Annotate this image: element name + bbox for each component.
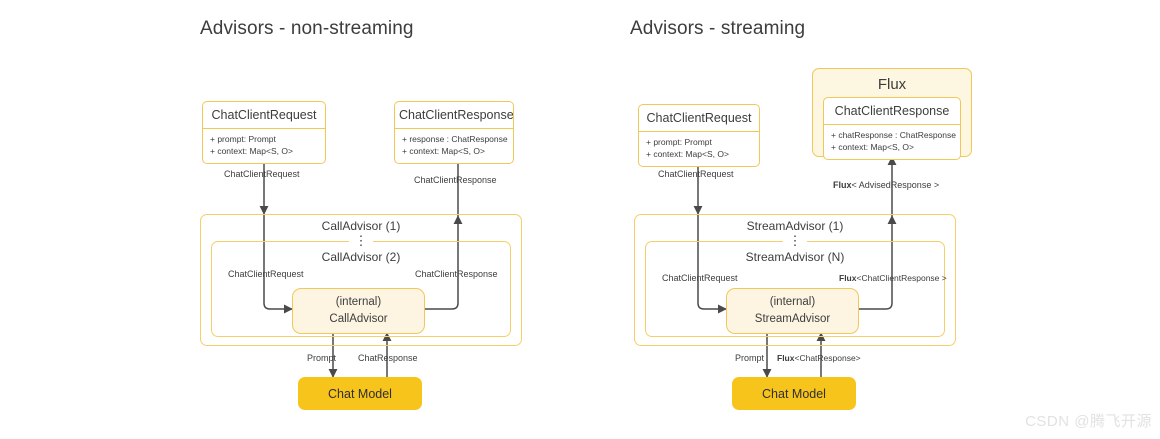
attribute-row: + chatResponse : ChatResponse [831,130,956,140]
chatclientresponse-title: ChatClientResponse [824,98,960,125]
attribute-row: + context: Map<S, O> [210,146,293,157]
chatclientrequest-class-box: ChatClientRequest + prompt: Prompt + con… [202,101,326,164]
ellipsis-indicator: ⋮ [783,234,807,247]
chat-model-label: Chat Model [328,386,392,401]
flux-wrapper-box: Flux ChatClientResponse + chatResponse :… [812,68,972,160]
model-edge-label-prompt: Prompt [307,353,337,363]
flux-bold-token: Flux [839,273,857,283]
model-edge-label-prompt-streaming: Prompt [735,353,765,363]
internal-advisor-line2: CallAdvisor [329,313,388,325]
model-edge-label-chatresponse: ChatResponse [358,353,418,363]
edge-label-request-in-streaming: ChatClientRequest [658,169,734,179]
model-edge-label-flux-chatresponse: Flux<ChatResponse> [777,354,861,363]
stream-advisor-outer-label: StreamAdvisor (1) [746,219,844,233]
call-advisor-outer-label: CallAdvisor (1) [321,219,401,233]
flux-bold-token: Flux [833,180,852,190]
inner-edge-label-flux-response: Flux<ChatClientResponse > [839,274,947,283]
inner-edge-label-response: ChatClientResponse [415,269,498,279]
call-advisor-outer-container [200,214,522,346]
chatclientrequest-attributes: + prompt: Prompt + context: Map<S, O> [639,132,759,166]
stream-advisor-outer-container [634,214,956,346]
chatclientrequest-title: ChatClientRequest [203,102,325,129]
chatclientresponse-attributes: + chatResponse : ChatResponse + context:… [824,125,960,159]
attribute-row: + response : ChatResponse [402,134,508,144]
flux-generic-token: < AdvisedResponse > [851,180,940,190]
attribute-row: + context: Map<S, O> [646,149,729,160]
chatclientrequest-attributes: + prompt: Prompt + context: Map<S, O> [203,129,325,163]
chatclientresponse-class-box: ChatClientResponse + response : ChatResp… [394,101,514,164]
chatclientrequest-title: ChatClientRequest [639,105,759,132]
internal-advisor-line1: (internal) [335,296,382,309]
flux-generic-token: <ChatResponse> [794,353,861,363]
internal-advisor-line1: (internal) [769,296,816,309]
internal-call-advisor-box: (internal) CallAdvisor [292,288,425,334]
attribute-row: + prompt: Prompt [210,134,276,144]
edge-label-response-out: ChatClientResponse [414,175,497,185]
csdn-watermark: CSDN @腾飞开源 [1025,413,1152,430]
attribute-row: + prompt: Prompt [646,137,712,147]
flux-bold-token: Flux [777,353,795,363]
inner-edge-label-request-streaming: ChatClientRequest [662,273,738,283]
chat-model-box-streaming: Chat Model [732,377,856,410]
inner-edge-label-request: ChatClientRequest [228,269,304,279]
attribute-row: + context: Map<S, O> [402,146,485,157]
flux-label: Flux [877,76,907,93]
call-advisor-inner-label: CallAdvisor (2) [321,250,401,264]
internal-stream-advisor-box: (internal) StreamAdvisor [726,288,859,334]
flux-generic-token: <ChatClientResponse > [856,273,947,283]
panel-title-non-streaming: Advisors - non-streaming [200,18,414,39]
ellipsis-indicator: ⋮ [349,234,373,247]
chatclientresponse-class-box-streaming: ChatClientResponse + chatResponse : Chat… [823,97,961,160]
chatclientrequest-class-box-streaming: ChatClientRequest + prompt: Prompt + con… [638,104,760,167]
chatclientresponse-attributes: + response : ChatResponse + context: Map… [395,129,513,163]
stream-advisor-inner-label: StreamAdvisor (N) [745,250,845,264]
chat-model-box-non-streaming: Chat Model [298,377,422,410]
edge-label-flux-advisedresponse: Flux< AdvisedResponse > [833,181,939,190]
edge-label-request-in: ChatClientRequest [224,169,300,179]
attribute-row: + context: Map<S, O> [831,142,914,153]
panel-title-streaming: Advisors - streaming [630,18,806,39]
chatclientresponse-title: ChatClientResponse [395,102,513,129]
chat-model-label: Chat Model [762,386,826,401]
internal-advisor-line2: StreamAdvisor [754,313,831,325]
